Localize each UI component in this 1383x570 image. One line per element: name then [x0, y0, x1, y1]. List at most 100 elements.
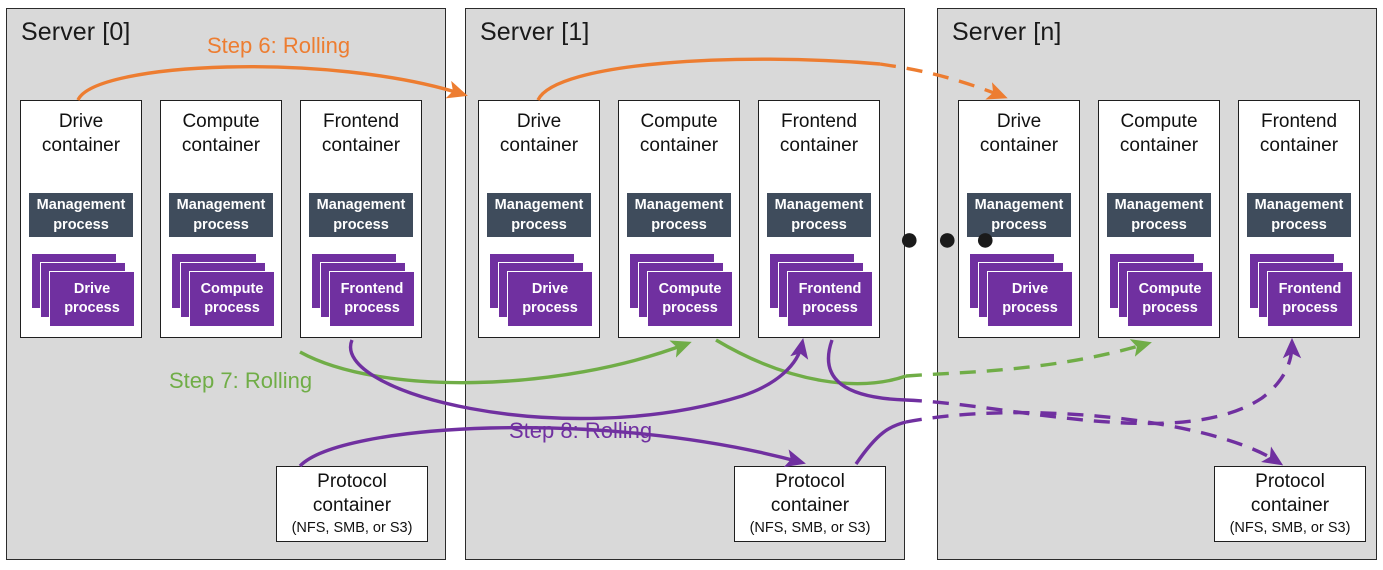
container-title-line1: Frontend: [322, 111, 400, 132]
server-title-0: Server [0]: [21, 18, 131, 46]
step7-label: Step 7: Rolling: [169, 368, 313, 393]
protocol-container-n[interactable]: Protocol container (NFS, SMB, or S3): [1214, 466, 1366, 542]
compute-container-n[interactable]: Compute container Management process Com…: [1098, 100, 1220, 338]
process-stack[interactable]: Drive process: [969, 253, 1073, 327]
management-line2: process: [193, 217, 249, 233]
management-line1: Management: [974, 197, 1064, 213]
process-line1: Frontend: [798, 281, 862, 297]
protocol-subtitle: (NFS, SMB, or S3): [749, 520, 871, 536]
process-stack-layer-front[interactable]: Compute process: [647, 271, 733, 327]
protocol-title-line1: Protocol: [775, 471, 845, 492]
process-stack[interactable]: Drive process: [489, 253, 593, 327]
process-line1: Frontend: [340, 281, 404, 297]
process-stack[interactable]: Frontend process: [769, 253, 873, 327]
process-stack-layer-front[interactable]: Frontend process: [1267, 271, 1353, 327]
container-title-line2: container: [779, 135, 859, 156]
management-line2: process: [333, 217, 389, 233]
management-process-box[interactable]: Management process: [967, 193, 1071, 237]
process-stack[interactable]: Compute process: [629, 253, 733, 327]
process-line2: process: [522, 300, 578, 316]
management-line1: Management: [36, 197, 126, 213]
container-title: Compute container: [619, 110, 739, 158]
management-line1: Management: [1254, 197, 1344, 213]
container-title-line2: container: [499, 135, 579, 156]
container-title: Frontend container: [759, 110, 879, 158]
container-title-line2: container: [321, 135, 401, 156]
frontend-container-n[interactable]: Frontend container Management process Fr…: [1238, 100, 1360, 338]
container-title-line2: container: [41, 135, 121, 156]
protocol-title: Protocol container: [771, 470, 849, 518]
container-title: Drive container: [959, 110, 1079, 158]
container-title-line1: Compute: [1120, 111, 1198, 132]
process-line2: process: [1002, 300, 1058, 316]
compute-container-0[interactable]: Compute container Management process Com…: [160, 100, 282, 338]
container-title-line2: container: [979, 135, 1059, 156]
container-title-line1: Drive: [516, 111, 562, 132]
management-line1: Management: [176, 197, 266, 213]
container-title-line1: Compute: [182, 111, 260, 132]
container-title-line1: Frontend: [1260, 111, 1338, 132]
process-stack-layer-front[interactable]: Frontend process: [787, 271, 873, 327]
process-stack[interactable]: Compute process: [1109, 253, 1213, 327]
management-line1: Management: [1114, 197, 1204, 213]
protocol-container-1[interactable]: Protocol container (NFS, SMB, or S3): [734, 466, 886, 542]
container-title-line2: container: [181, 135, 261, 156]
management-line2: process: [791, 217, 847, 233]
management-process-box[interactable]: Management process: [487, 193, 591, 237]
drive-container-n[interactable]: Drive container Management process Drive…: [958, 100, 1080, 338]
container-title-line2: container: [1119, 135, 1199, 156]
process-stack-layer-front[interactable]: Drive process: [507, 271, 593, 327]
process-stack-layer-front[interactable]: Frontend process: [329, 271, 415, 327]
drive-container-0[interactable]: Drive container Management process Drive…: [20, 100, 142, 338]
protocol-title-line1: Protocol: [1255, 471, 1325, 492]
container-title: Drive container: [21, 110, 141, 158]
process-line1: Drive: [1011, 281, 1049, 297]
container-title-line1: Frontend: [780, 111, 858, 132]
management-line2: process: [651, 217, 707, 233]
management-process-box[interactable]: Management process: [29, 193, 133, 237]
management-process-box[interactable]: Management process: [309, 193, 413, 237]
process-stack-layer-front[interactable]: Compute process: [1127, 271, 1213, 327]
management-line2: process: [511, 217, 567, 233]
protocol-title-line2: container: [770, 495, 850, 516]
protocol-subtitle: (NFS, SMB, or S3): [291, 520, 413, 536]
process-stack[interactable]: Frontend process: [311, 253, 415, 327]
process-stack[interactable]: Compute process: [171, 253, 275, 327]
process-line1: Drive: [531, 281, 569, 297]
management-process-box[interactable]: Management process: [1247, 193, 1351, 237]
management-line1: Management: [634, 197, 724, 213]
management-process-box[interactable]: Management process: [767, 193, 871, 237]
step6-label: Step 6: Rolling: [207, 33, 351, 58]
process-stack-layer-front[interactable]: Compute process: [189, 271, 275, 327]
management-process-box[interactable]: Management process: [1107, 193, 1211, 237]
management-line1: Management: [494, 197, 584, 213]
process-line2: process: [1282, 300, 1338, 316]
process-line2: process: [64, 300, 120, 316]
container-title-line1: Compute: [640, 111, 718, 132]
drive-container-1[interactable]: Drive container Management process Drive…: [478, 100, 600, 338]
management-process-box[interactable]: Management process: [169, 193, 273, 237]
process-line2: process: [1142, 300, 1198, 316]
process-line1: Compute: [1138, 281, 1202, 297]
server-title-1: Server [1]: [480, 18, 590, 46]
process-stack[interactable]: Frontend process: [1249, 253, 1353, 327]
protocol-subtitle: (NFS, SMB, or S3): [1229, 520, 1351, 536]
container-title-line1: Drive: [58, 111, 104, 132]
frontend-container-1[interactable]: Frontend container Management process Fr…: [758, 100, 880, 338]
process-line2: process: [204, 300, 260, 316]
process-stack[interactable]: Drive process: [31, 253, 135, 327]
process-line1: Compute: [658, 281, 722, 297]
management-line1: Management: [774, 197, 864, 213]
frontend-container-0[interactable]: Frontend container Management process Fr…: [300, 100, 422, 338]
protocol-title-line2: container: [312, 495, 392, 516]
process-stack-layer-front[interactable]: Drive process: [987, 271, 1073, 327]
protocol-container-0[interactable]: Protocol container (NFS, SMB, or S3): [276, 466, 428, 542]
process-line1: Frontend: [1278, 281, 1342, 297]
management-process-box[interactable]: Management process: [627, 193, 731, 237]
management-line2: process: [1131, 217, 1187, 233]
process-stack-layer-front[interactable]: Drive process: [49, 271, 135, 327]
container-title: Frontend container: [301, 110, 421, 158]
server-title-n: Server [n]: [952, 18, 1062, 46]
compute-container-1[interactable]: Compute container Management process Com…: [618, 100, 740, 338]
